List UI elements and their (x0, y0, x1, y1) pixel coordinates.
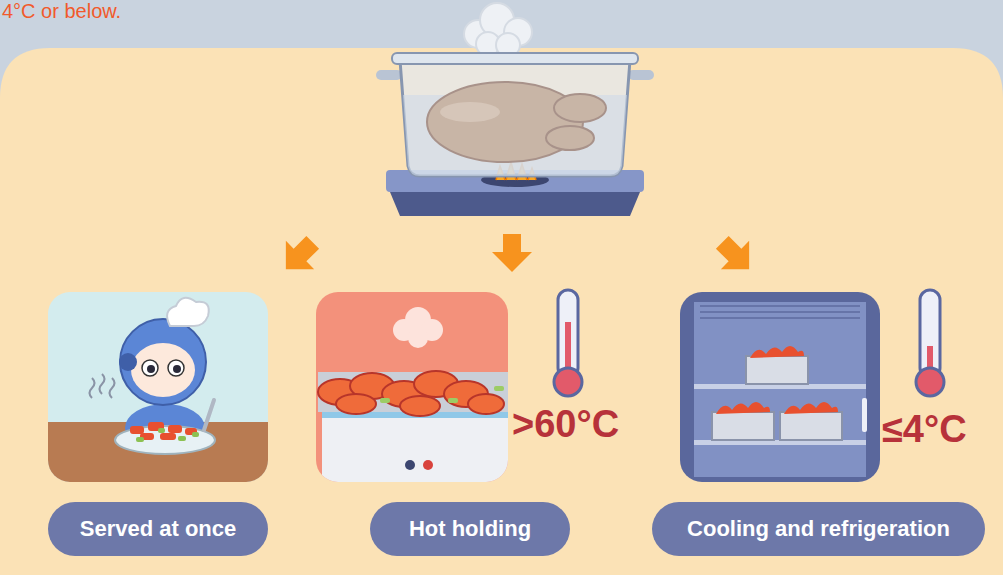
temperature-label: >60°C (512, 403, 619, 446)
eye (168, 360, 184, 376)
thermometer (916, 290, 944, 396)
thermometer (554, 290, 582, 396)
cooking-pot (376, 53, 654, 176)
pupil (147, 365, 155, 373)
warmer-button (405, 460, 415, 470)
arrow (272, 228, 327, 283)
sky (48, 292, 268, 482)
chicken-leg (546, 126, 594, 150)
flow-arrows (272, 228, 764, 283)
served-illustration (48, 292, 268, 482)
warmer-base (322, 410, 508, 482)
hot-holding-illustration (316, 292, 508, 482)
content-panel (0, 48, 1003, 575)
chicken-leg (554, 94, 606, 122)
step-label: Hot holding (409, 516, 531, 542)
pot-body (400, 60, 630, 176)
pot-handle (376, 70, 402, 80)
step-label: Cooling and refrigeration (687, 516, 950, 542)
food-container (780, 402, 842, 440)
ear (119, 353, 137, 371)
chicken (427, 82, 583, 162)
chef-hat (167, 298, 209, 326)
fridge-handle (862, 398, 867, 432)
chicken-highlight (440, 102, 500, 122)
heat-lines (90, 374, 115, 398)
food-container (746, 346, 808, 384)
head (120, 319, 206, 405)
food-container (712, 402, 774, 440)
vent (700, 306, 860, 318)
step-pill: Hot holding (370, 502, 570, 556)
step-label: Served at once (80, 516, 237, 542)
step-pill: Served at once (48, 502, 268, 556)
pot-handle (628, 70, 654, 80)
note-text: 4°C or below. (2, 0, 121, 23)
eye (142, 360, 158, 376)
vegetables (136, 428, 199, 442)
garnish (380, 386, 504, 403)
steam (393, 307, 443, 348)
temperature-label: ≤4°C (882, 408, 967, 451)
fork (204, 400, 214, 430)
stove-front (390, 192, 640, 216)
fridge-interior (694, 302, 866, 477)
pupil (173, 365, 181, 373)
table (48, 422, 268, 482)
pot-rim (392, 53, 638, 64)
steam-cloud (464, 3, 532, 57)
step-pill: Cooling and refrigeration (652, 502, 985, 556)
plate (115, 426, 215, 454)
face (131, 343, 195, 397)
fridge-illustration (680, 292, 880, 482)
arrow (492, 234, 532, 272)
arrow (708, 228, 763, 283)
warmer-button (423, 460, 433, 470)
food-pieces (318, 371, 504, 416)
fridge-body (680, 292, 880, 482)
